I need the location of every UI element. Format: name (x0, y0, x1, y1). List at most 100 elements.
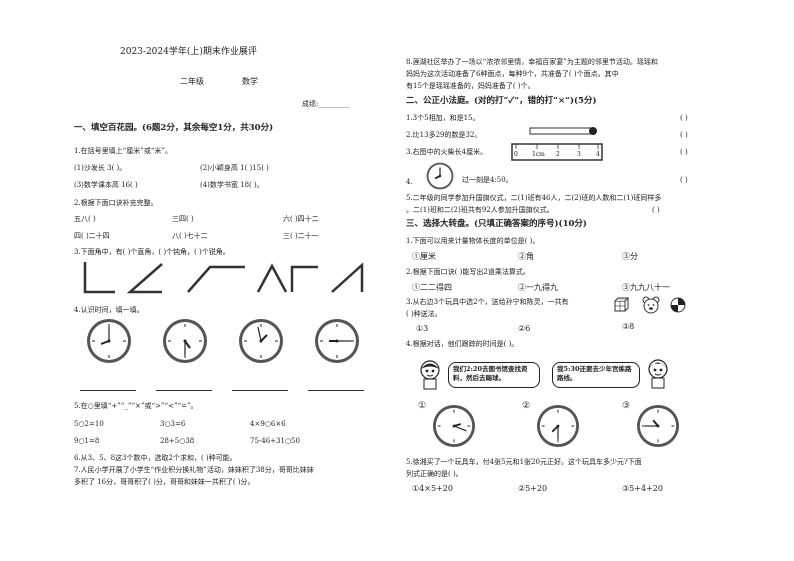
choice-q3: 3.从右边3个玩具中选2个，送给孙宁和陈灵，一共有 (406, 298, 569, 306)
ruler-label: 4 (596, 151, 600, 158)
judge-item: 5.二年级的同学参加升国旗仪式，二(1)班有46人，二(2)班的人数和二(1)班… (406, 194, 662, 202)
angle-shape (126, 263, 163, 294)
grade-label: 二年级 (180, 77, 204, 86)
judge-item: 3.右图中的火柴长4厘米。 (406, 148, 488, 156)
q5-item: 5○2=10 (74, 420, 104, 428)
ruler (511, 143, 603, 161)
q1-item: (2)小颖身高 1( )15( ) (200, 164, 269, 172)
q8-line: 有15个是瑶瑶准备的，妈妈准备了( )个。 (406, 82, 535, 90)
q1-item: (1)沙发长 3( )。 (74, 164, 127, 172)
q2-item: 三( )二十一 (283, 232, 319, 240)
q2-item: 六( )四十二 (283, 215, 319, 223)
angle-shape (290, 265, 318, 292)
q2-item: 八( )七十二 (172, 232, 208, 240)
choice-opt[interactable]: ①3 (416, 324, 429, 333)
q5-item: 9○1=8 (74, 437, 100, 445)
ruler-label: 0 (514, 151, 518, 158)
choice-q5-line: 5.徐湘买了一个玩具车，付4张5元和1张20元正好。这个玩具车多少元?下面 (406, 458, 642, 466)
boy-avatar (420, 360, 440, 390)
ruler-label: 2 (556, 151, 560, 158)
q7-line: 多积了 16分，哥哥积了( )分，哥哥和妹妹一共积了( )分。 (74, 478, 255, 486)
clock-face (87, 319, 131, 363)
q5-item: 3○3=6 (160, 420, 186, 428)
q3-text: 3.下面角中，有( )个直角，( )个钝角，( )个锐角。 (74, 248, 230, 256)
part2-heading: 二、公正小法庭。(对的打“✓”，错的打“×”)(5分) (406, 96, 597, 106)
judge-paren[interactable]: ( ) (652, 206, 660, 214)
clock-option-num[interactable]: ② (522, 401, 531, 411)
angle-shape (331, 262, 364, 293)
q4-text: 4.认识时间，填一填。 (74, 306, 144, 314)
angle-shape (187, 265, 245, 293)
choice-opt[interactable]: ②6 (518, 324, 531, 333)
toy-bear-icon (642, 296, 660, 314)
clock-option-num[interactable]: ③ (622, 401, 631, 411)
q1-item: (4)数学书宽 18( )。 (200, 181, 264, 189)
ruler-figure (511, 127, 603, 161)
choice-opt[interactable]: ②角 (518, 252, 534, 261)
choice-opt[interactable]: ①二二得四 (412, 283, 452, 292)
judge-paren[interactable]: ( ) (680, 176, 688, 184)
judge-paren[interactable]: ( ) (680, 148, 688, 156)
q5-item: 4×9○6×6 (250, 420, 286, 428)
answer-line[interactable] (232, 390, 288, 391)
q5-text: 5.在○里填“+”“_”“×”或“>”“<”“=”。 (74, 402, 198, 410)
choice-opt[interactable]: ③九九八十一 (622, 283, 670, 292)
q8-line: 妈妈为这次活动准备了6种面点，每种9个，共准备了( )个面点。其中 (406, 70, 619, 78)
ruler-label: 3 (577, 151, 581, 158)
clock-option-num[interactable]: ① (418, 401, 427, 411)
choice-opt[interactable]: ①厘米 (412, 252, 436, 261)
choice-opt[interactable]: ③8 (622, 322, 635, 331)
q2-item: 三四( ) (172, 215, 194, 223)
judge-item: 。二(1)班和二(2)班共有92人参加升国旗仪式。 (406, 206, 554, 214)
bubble-text: 我们2:20去图书馆查找资料，然后去踢球。 (453, 365, 528, 382)
clock-face (432, 404, 476, 448)
judge-paren[interactable]: ( ) (680, 114, 688, 122)
subject-label: 数学 (242, 77, 258, 86)
answer-line[interactable] (308, 390, 364, 391)
choice-opt[interactable]: ②一九得九 (518, 283, 558, 292)
judge-item: 过一刻是4:50。 (462, 176, 513, 184)
part1-heading: 一、填空百花园。(6题2分，其余每空1分，共30分) (74, 123, 274, 133)
clock-face (163, 319, 207, 363)
q5-item: 75-46+31○50 (250, 437, 300, 445)
angle-shape (83, 262, 115, 294)
choice-opt[interactable]: ①4×5+20 (412, 484, 453, 493)
clock-face (239, 319, 283, 363)
judge-item: 2.比13多29的数是32。 (406, 131, 482, 139)
choice-q2: 2.根据下面口诀( )能写出2道乘法算式。 (406, 268, 530, 276)
choice-opt[interactable]: ②5+20 (518, 484, 548, 493)
choice-q3-cont: ( )种送法。 (406, 310, 442, 318)
choice-q5-line: 列式正确的是( )。 (406, 470, 463, 478)
judge-item-num: 4. (406, 178, 413, 186)
angle-figures (83, 262, 364, 294)
part3-heading: 三、选择大转盘。(只填正确答案的序号)(10分) (406, 219, 587, 229)
q2-text: 2.根据下面口诀补充完整。 (74, 199, 158, 207)
clock-face (315, 319, 359, 363)
page-title: 2023-2024学年(上)期末作业展评 (120, 47, 257, 57)
answer-line[interactable] (80, 390, 136, 391)
judge-paren[interactable]: ( ) (680, 131, 688, 139)
toy-ball-icon (670, 297, 686, 313)
angle-shape (256, 263, 288, 293)
choice-q4: 4.根据对话，他们跟踪的时间是( )。 (406, 340, 519, 348)
q7-line: 7.人民小学开展了小学生“作业积分换礼物”活动，妹妹积了38分，哥哥比妹妹 (74, 466, 314, 474)
answer-line[interactable] (156, 390, 212, 391)
speech-bubble: 我们2:20去图书馆查找资料，然后去踢球。 (448, 362, 540, 388)
score-label: 成绩:_________ (302, 100, 350, 108)
match-head (589, 127, 597, 135)
choice-opt[interactable]: ③5+4+20 (622, 484, 663, 493)
q1-text: 1.在括号里填上“厘米”或“米”。 (74, 147, 172, 155)
q2-item: 五八( ) (74, 215, 96, 223)
speech-bubble: 我5:30还要去少年宫练路路线。 (552, 362, 640, 388)
q5-item: 28+5○38 (160, 437, 195, 445)
judge-item: 1.3个5相加，和是15。 (406, 114, 480, 122)
ruler-label: 1cm (532, 151, 545, 158)
q8-line: 8.莲湖社区举办了一场以“浓浓邻里情，幸福百家宴”为主题的邻里节活动。瑶瑶和 (406, 58, 658, 66)
toy-cube-icon (614, 297, 630, 312)
bubble-text: 我5:30还要去少年宫练路路线。 (557, 365, 632, 382)
clock-face (636, 404, 680, 448)
girl-avatar (648, 359, 668, 389)
q2-item: 四( )二十四 (74, 232, 110, 240)
matchstick (529, 127, 593, 135)
choice-opt[interactable]: ③分 (622, 252, 638, 261)
